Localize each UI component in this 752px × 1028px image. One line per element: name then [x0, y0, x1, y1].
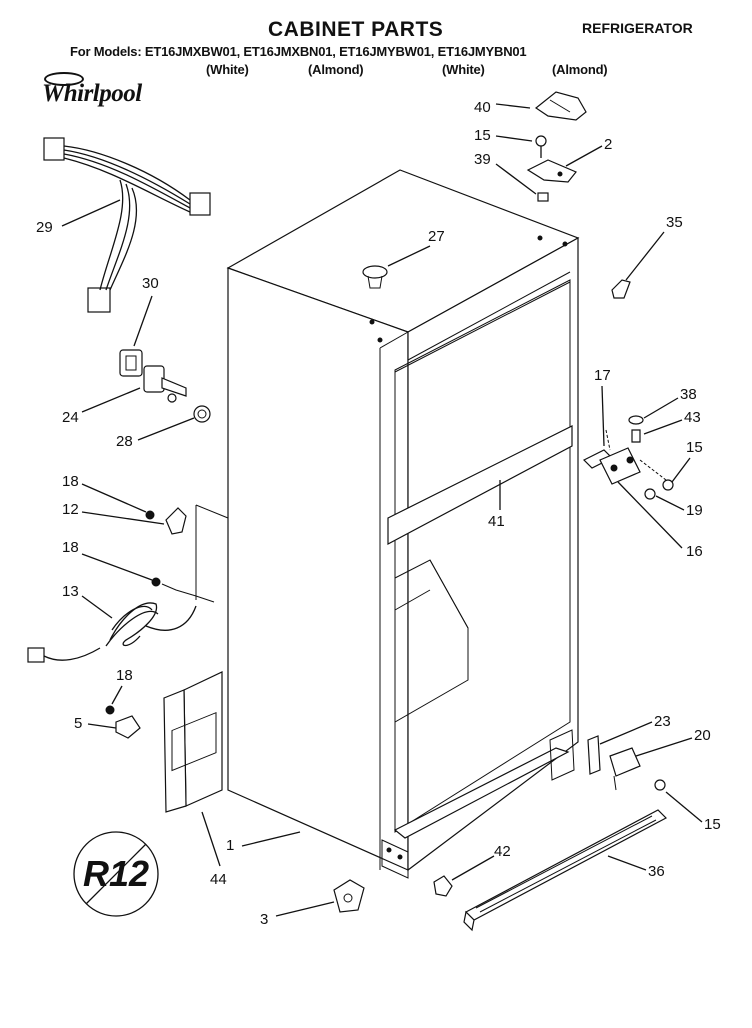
leveling-leg [333, 879, 365, 913]
appliance-type: REFRIGERATOR [582, 20, 693, 36]
screw-18a [145, 510, 155, 520]
callout-number: 1 [226, 837, 234, 854]
callout-number: 20 [694, 727, 711, 744]
callout-number: 43 [684, 409, 701, 426]
color-label: (White) [206, 62, 249, 77]
defrost-shaft [143, 365, 187, 403]
callout-number: 18 [116, 667, 133, 684]
callout-number: 35 [666, 214, 683, 231]
callout-number: 13 [62, 583, 79, 600]
callout-number: 15 [686, 439, 703, 456]
wire-harness [43, 137, 211, 313]
brand-logo: Whirlpool [42, 80, 142, 107]
brand-logo-swoosh [44, 72, 84, 86]
callout-number: 41 [488, 513, 505, 530]
callout-number: 2 [604, 136, 612, 153]
wire-clip [165, 507, 187, 535]
callout-number: 40 [474, 99, 491, 116]
callout-number: 5 [74, 715, 82, 732]
refrigerant-badge: R12 [73, 831, 159, 917]
color-label: (Almond) [552, 62, 608, 77]
center-hinge-assembly [582, 415, 674, 500]
callout-number: 39 [474, 151, 491, 168]
screw-top [535, 135, 547, 158]
callouts: 40 15 2 39 27 35 29 30 24 28 17 38 43 15… [36, 99, 721, 928]
callout-number: 19 [686, 502, 703, 519]
callout-number: 16 [686, 543, 703, 560]
callout-number: 44 [210, 871, 227, 888]
color-label: (Almond) [308, 62, 364, 77]
model-list: For Models: ET16JMXBW01, ET16JMXBN01, ET… [70, 44, 527, 59]
bottom-hinge-assembly [587, 735, 666, 791]
top-plug [362, 265, 388, 289]
grommet-square [119, 349, 143, 377]
callout-number: 15 [474, 127, 491, 144]
callout-number: 3 [260, 911, 268, 928]
cabinet-shell [195, 169, 580, 879]
grille-clip [433, 875, 453, 897]
hinge-shim [537, 192, 549, 202]
callout-number: 36 [648, 863, 665, 880]
callout-number: 18 [62, 539, 79, 556]
callout-number: 38 [680, 386, 697, 403]
callout-number: 24 [62, 409, 79, 426]
callout-number: 27 [428, 228, 445, 245]
rear-access-panel [163, 671, 223, 813]
grommet-ring [193, 405, 211, 423]
callout-number: 15 [704, 816, 721, 833]
cord-clamp [115, 715, 141, 739]
screw-18c [105, 705, 115, 715]
callout-number: 29 [36, 219, 53, 236]
callout-number: 28 [116, 433, 133, 450]
screw-18b [151, 577, 161, 587]
page-title: CABINET PARTS [268, 18, 444, 41]
callout-number: 12 [62, 501, 79, 518]
color-label: (White) [442, 62, 485, 77]
top-clip [611, 279, 631, 299]
callout-number: 23 [654, 713, 671, 730]
callout-number: 42 [494, 843, 511, 860]
toe-grille [463, 809, 667, 932]
hinge-cover [534, 91, 587, 121]
callout-number: 18 [62, 473, 79, 490]
top-hinge [526, 159, 577, 183]
power-cord [27, 602, 197, 663]
callout-number: 17 [594, 367, 611, 384]
callout-number: 30 [142, 275, 159, 292]
